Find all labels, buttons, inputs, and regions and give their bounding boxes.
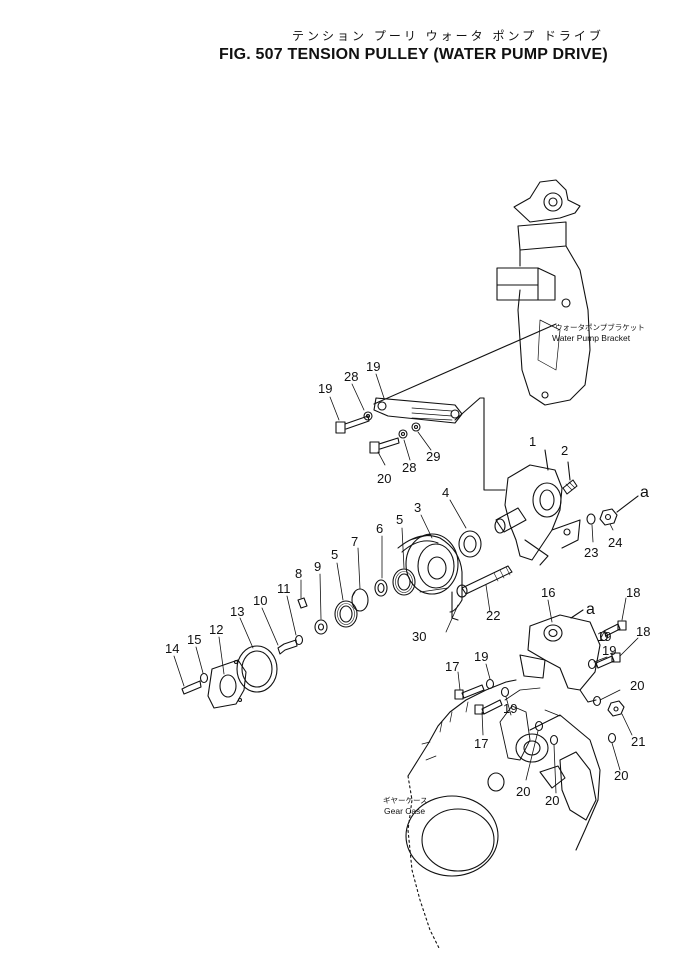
- washer-19-right: [587, 658, 597, 670]
- callout-17-upper: 17: [445, 659, 459, 674]
- washer-28-upper: [363, 411, 373, 421]
- washer-23: [586, 513, 596, 525]
- callout-28-upper: 28: [344, 369, 358, 384]
- callout-3: 3: [414, 500, 421, 515]
- label-water-pump-bracket-jp: ウォータポンプブラケット: [555, 322, 645, 332]
- callout-8: 8: [295, 566, 302, 581]
- washer-19-mid: [500, 686, 510, 698]
- leader-1: [544, 449, 549, 471]
- washer-15: [199, 672, 209, 684]
- callout-5-upper: 5: [396, 512, 403, 527]
- label-gear-case-jp: ギヤーケース: [383, 796, 428, 805]
- bolt-18-lower: [595, 652, 621, 669]
- figure-title: FIG. 507 TENSION PULLEY (WATER PUMP DRIV…: [219, 46, 608, 63]
- callout-a-top: a: [640, 484, 649, 501]
- leader-lines: [173, 373, 639, 794]
- callout-2: 2: [561, 443, 568, 458]
- water-pump-bracket: [496, 179, 591, 406]
- callout-7: 7: [351, 534, 358, 549]
- tension-arm: [494, 464, 581, 566]
- snap-ring-7: [351, 588, 369, 612]
- callout-1: 1: [529, 434, 536, 449]
- bolt-14: [181, 680, 202, 695]
- bolt-26: [335, 415, 370, 434]
- callout-27: 20: [377, 471, 391, 486]
- a-leader-bottom: [570, 609, 584, 619]
- leader-2: [567, 461, 571, 481]
- bolt-18-upper: [603, 620, 627, 637]
- callout-12: 12: [209, 622, 223, 637]
- callout-26: 19: [318, 381, 332, 396]
- callout-18-lower: 18: [636, 624, 650, 639]
- callout-20-bottom-left: 20: [516, 784, 530, 799]
- callout-28-lower: 28: [402, 460, 416, 475]
- callout-11: 11: [277, 581, 291, 596]
- callout-14: 14: [165, 641, 179, 656]
- callout-20-right: 20: [630, 678, 644, 693]
- callout-25: 19: [366, 359, 380, 374]
- bolt-17-lower: [474, 699, 503, 715]
- callout-numbers: 19 28 19 20 28 29 1 2 3 4 5 6 7 5 9 8 11…: [165, 359, 650, 808]
- grease-fitting: [562, 479, 578, 495]
- washer-19-upper: [599, 630, 609, 642]
- callout-a-bottom: a: [586, 601, 595, 618]
- callout-29: 29: [426, 449, 440, 464]
- callout-22: 22: [486, 608, 500, 623]
- bearing-5-upper: [392, 568, 416, 596]
- bolt-27: [369, 437, 400, 454]
- callout-19-upper: 19: [597, 629, 611, 644]
- cover-13: [236, 645, 278, 693]
- washer-29: [411, 422, 421, 432]
- callout-20-bottom-right: 20: [614, 768, 628, 783]
- title-japanese: テンション プーリ ウォータ ポンプ ドライブ: [292, 29, 604, 43]
- spacer-6: [374, 579, 388, 597]
- callout-17-lower: 17: [474, 736, 488, 751]
- callout-23: 23: [584, 545, 598, 560]
- callout-18-upper: 18: [626, 585, 640, 600]
- a-leader-top: [616, 495, 639, 513]
- part-labels: ウォータポンプブラケット Water Pump Bracket ギヤーケース G…: [383, 322, 645, 816]
- pin-8: [297, 597, 308, 609]
- link-leader-line: [454, 397, 506, 491]
- washer-28-lower: [398, 429, 408, 439]
- callout-9: 9: [314, 559, 321, 574]
- callout-4: 4: [442, 485, 449, 500]
- callout-19-right: 19: [602, 643, 616, 658]
- washer-9: [314, 619, 328, 635]
- bolt-10: [277, 639, 298, 655]
- callout-13: 13: [230, 604, 244, 619]
- gear-case: [405, 679, 601, 951]
- callout-19-mid: 19: [503, 701, 517, 716]
- callout-24: 24: [608, 535, 622, 550]
- callout-5-lower: 5: [331, 547, 338, 562]
- bearing-4: [458, 530, 482, 558]
- callout-19-left: 19: [474, 649, 488, 664]
- callout-10: 10: [253, 593, 267, 608]
- callout-6: 6: [376, 521, 383, 536]
- callout-21: 21: [631, 734, 645, 749]
- callout-30: 30: [412, 629, 426, 644]
- callout-16: 16: [541, 585, 555, 600]
- bolt-17-upper: [454, 684, 485, 700]
- bearing-5-lower: [334, 600, 358, 628]
- callout-15: 15: [187, 632, 201, 647]
- nut-21: [607, 700, 625, 717]
- callout-20-bottom-mid: 20: [545, 793, 559, 808]
- cover-12: [207, 659, 247, 709]
- label-water-pump-bracket-en: Water Pump Bracket: [552, 333, 631, 343]
- washers-20: [534, 695, 617, 746]
- pulley: [405, 533, 459, 595]
- nut-24: [599, 508, 618, 526]
- v-belt: [397, 535, 463, 621]
- bracket-leader-line: [373, 323, 557, 405]
- link-plate: [373, 397, 463, 424]
- label-gear-case-en: Gear Case: [384, 806, 425, 816]
- bolt-22: [456, 565, 513, 598]
